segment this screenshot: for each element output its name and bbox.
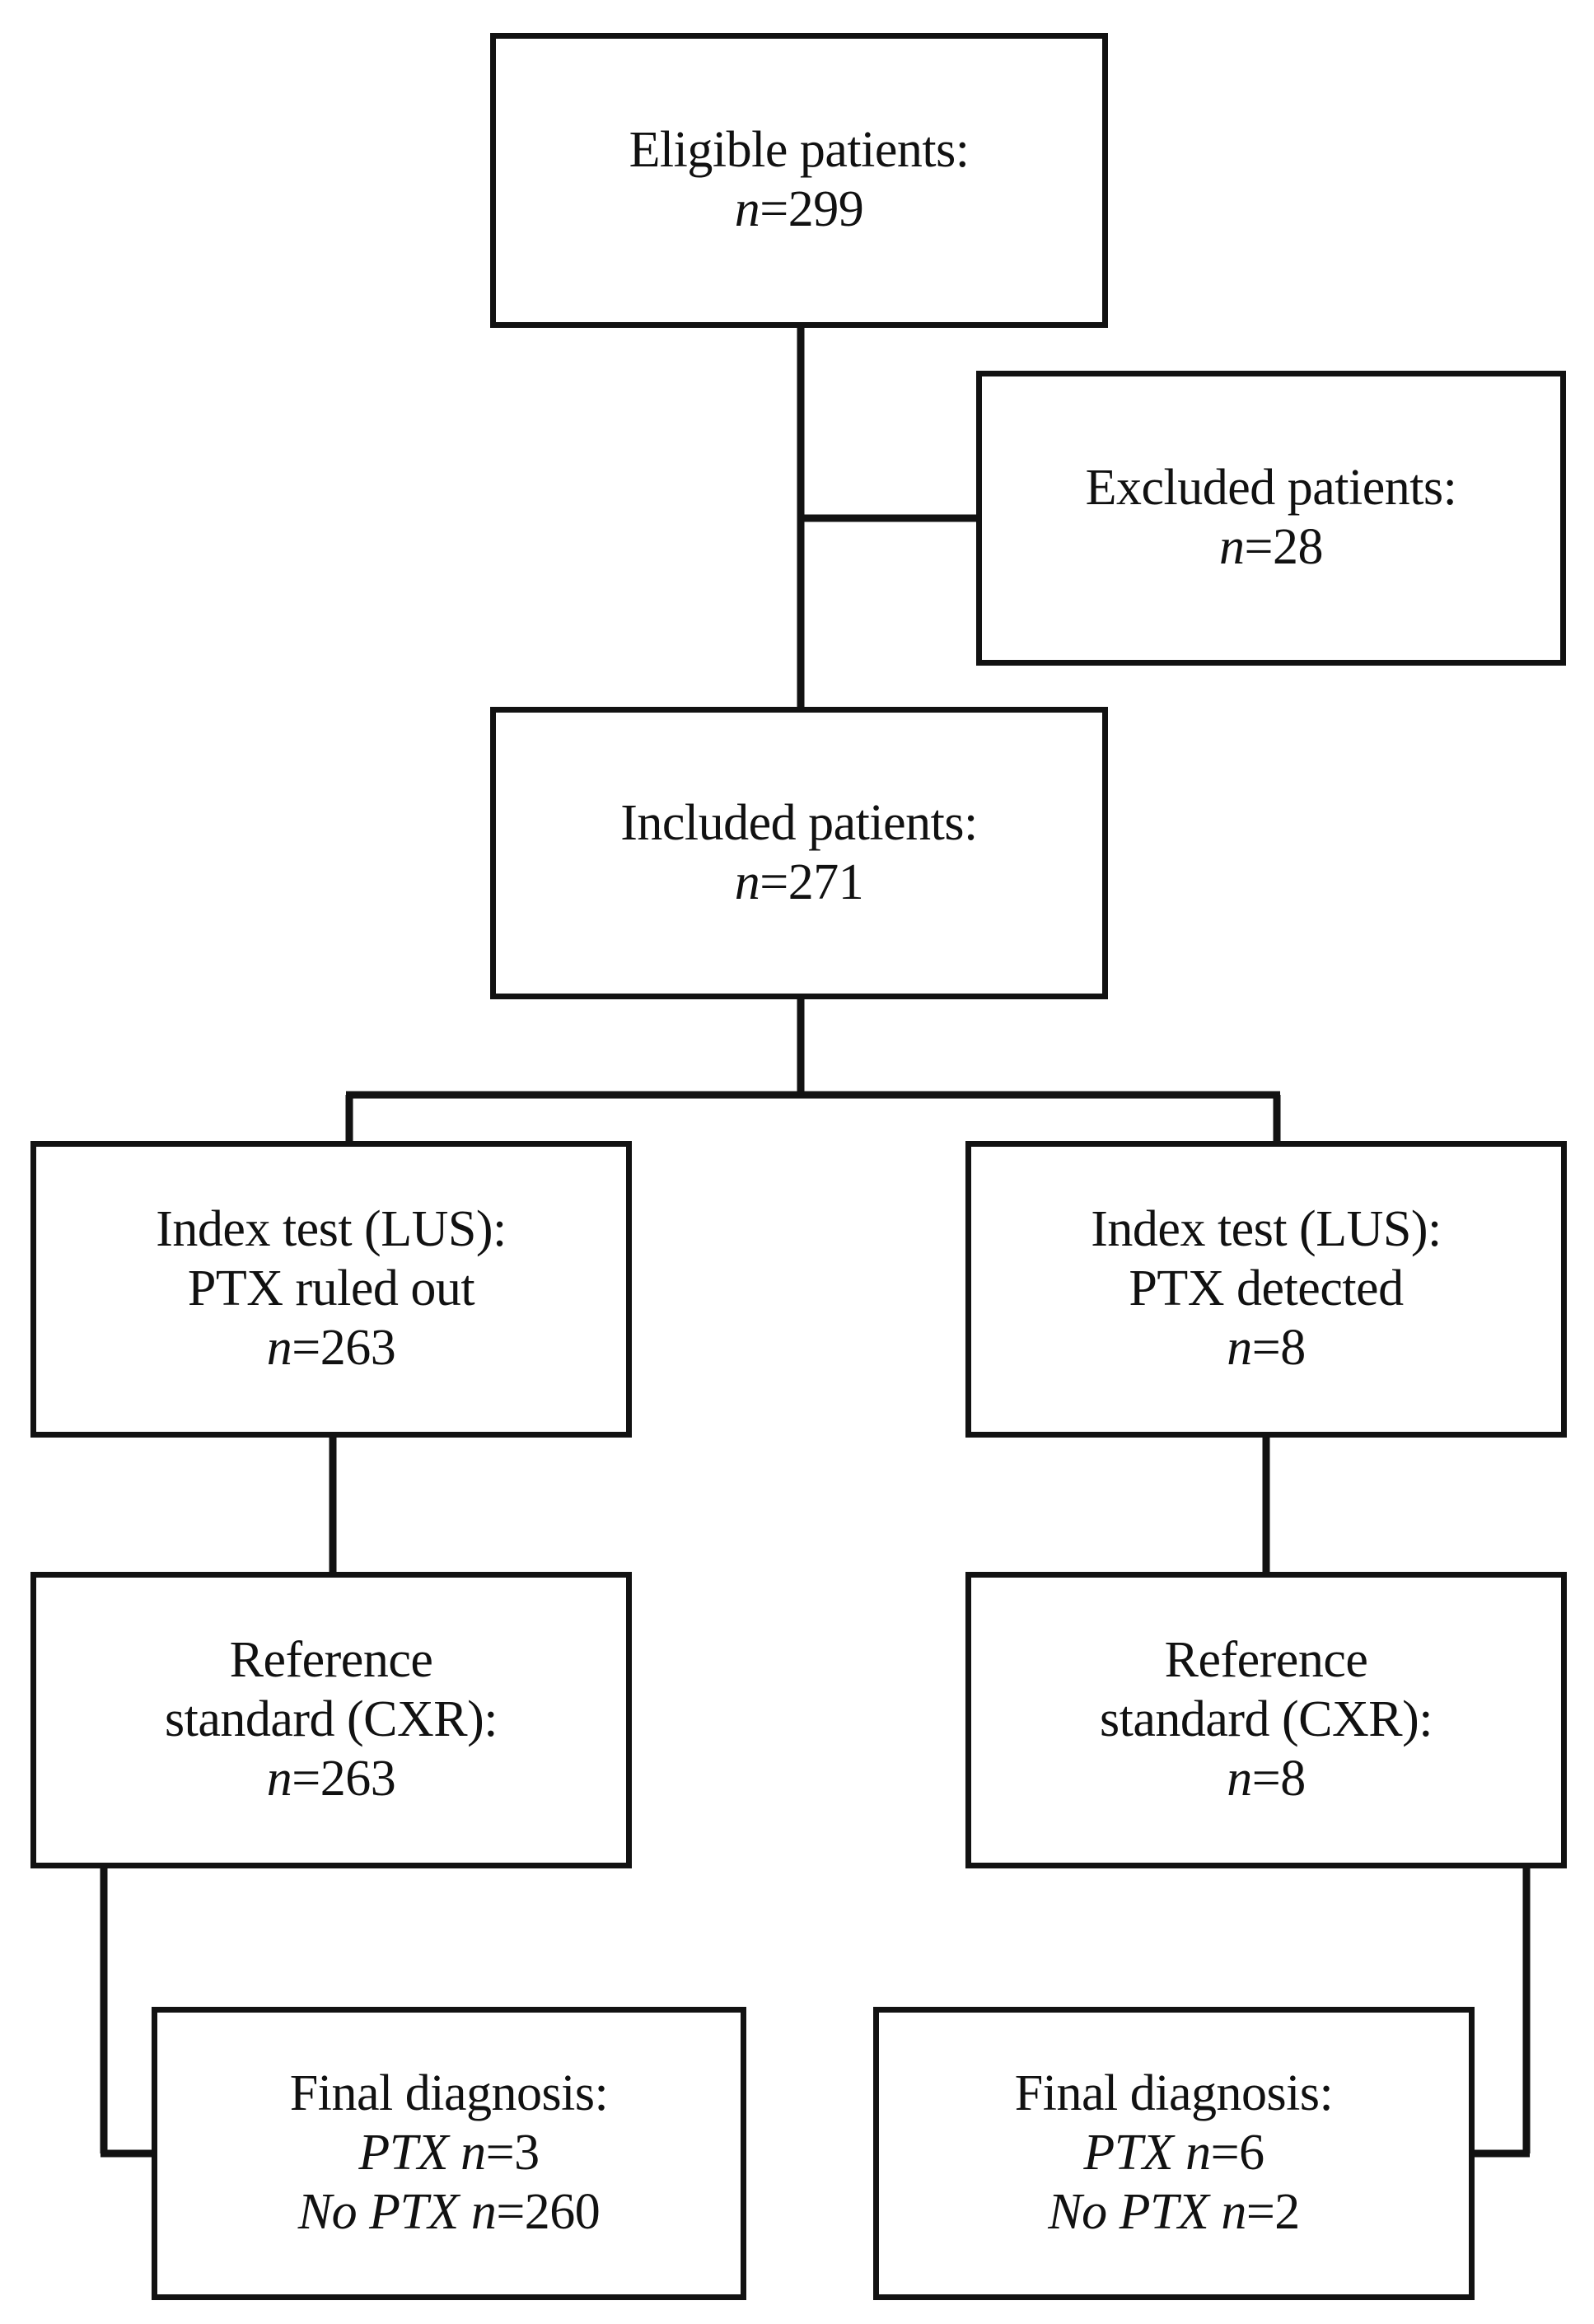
- node-final-right-line-1: Final diagnosis:: [1014, 2065, 1334, 2122]
- node-index-right-line-2: PTX detected: [1129, 1260, 1404, 1317]
- node-final-right-line-2: PTX n=6: [1083, 2125, 1264, 2181]
- node-final-left-line-2: PTX n=3: [358, 2125, 540, 2181]
- node-ref-right-line-1: Reference: [1164, 1632, 1368, 1689]
- node-index-right-line-1: Index test (LUS):: [1091, 1201, 1442, 1258]
- node-included-patients: Included patients: n=271: [490, 707, 1108, 999]
- node-ref-left-line-3: n=263: [266, 1750, 396, 1807]
- node-excluded-line-1: Excluded patients:: [1085, 460, 1457, 517]
- node-index-test-ptx-ruled-out: Index test (LUS): PTX ruled out n=263: [30, 1141, 632, 1438]
- node-eligible-line-2: n=299: [734, 181, 864, 237]
- node-index-left-line-2: PTX ruled out: [187, 1260, 475, 1317]
- node-ref-right-line-3: n=8: [1227, 1750, 1306, 1807]
- node-eligible-patients: Eligible patients: n=299: [490, 33, 1108, 328]
- node-index-left-line-1: Index test (LUS):: [156, 1201, 507, 1258]
- node-reference-standard-right: Reference standard (CXR): n=8: [965, 1572, 1567, 1868]
- node-included-line-1: Included patients:: [620, 794, 978, 851]
- node-excluded-patients: Excluded patients: n=28: [976, 371, 1566, 666]
- node-index-test-ptx-detected: Index test (LUS): PTX detected n=8: [965, 1141, 1567, 1438]
- node-final-diagnosis-right: Final diagnosis: PTX n=6 No PTX n=2: [873, 2007, 1475, 2300]
- node-index-left-line-3: n=263: [266, 1319, 396, 1376]
- node-included-line-2: n=271: [734, 853, 864, 910]
- node-final-diagnosis-left: Final diagnosis: PTX n=3 No PTX n=260: [152, 2007, 746, 2300]
- node-reference-standard-left: Reference standard (CXR): n=263: [30, 1572, 632, 1868]
- node-ref-left-line-1: Reference: [229, 1632, 433, 1689]
- node-ref-right-line-2: standard (CXR):: [1099, 1691, 1433, 1748]
- node-excluded-line-2: n=28: [1219, 519, 1323, 575]
- node-index-right-line-3: n=8: [1227, 1319, 1306, 1376]
- node-final-left-line-1: Final diagnosis:: [289, 2065, 609, 2122]
- node-final-right-line-3: No PTX n=2: [1048, 2183, 1300, 2240]
- node-ref-left-line-2: standard (CXR):: [164, 1691, 498, 1748]
- node-eligible-line-1: Eligible patients:: [629, 122, 970, 179]
- node-final-left-line-3: No PTX n=260: [297, 2183, 601, 2240]
